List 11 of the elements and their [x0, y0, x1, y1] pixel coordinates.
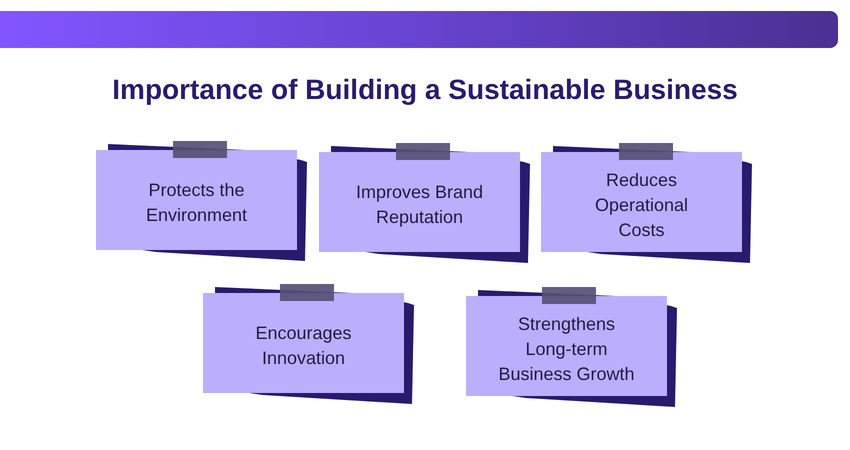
sticky-note: [466, 287, 678, 407]
diagram-title: Importance of Building a Sustainable Business: [112, 74, 738, 106]
sticky-note: [319, 143, 531, 263]
note-text: Encourages Innovation: [254, 322, 353, 370]
note-text: Protects the Environment: [144, 179, 248, 227]
note-text: Strengthens Long-term Business Growth: [497, 312, 636, 386]
sticky-note: [541, 143, 753, 263]
sticky-note: [203, 284, 415, 404]
sticky-note: [96, 141, 308, 261]
note-text: Improves Brand Reputation: [354, 181, 484, 229]
note-text: Reduces Operational Costs: [594, 168, 690, 242]
